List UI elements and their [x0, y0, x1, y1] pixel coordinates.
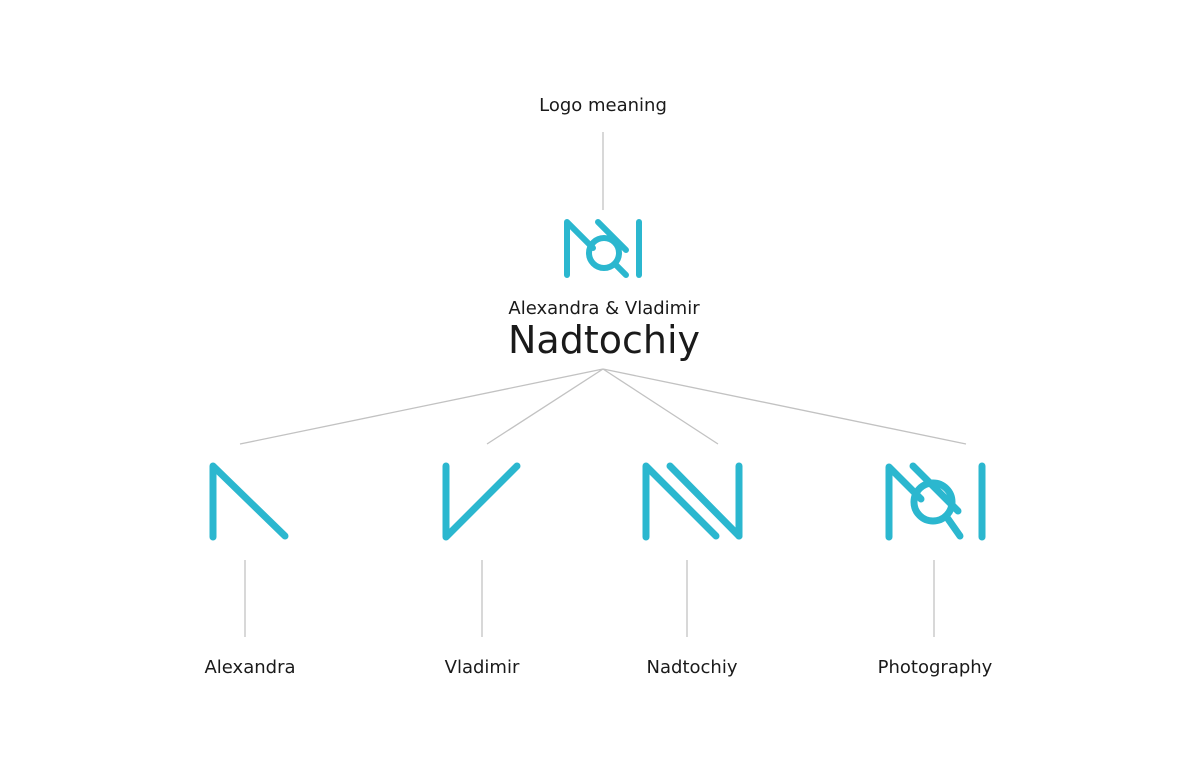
- nadtochiy-logo-icon: [885, 462, 986, 541]
- diagram-title: Logo meaning: [539, 95, 667, 116]
- brand-subtitle: Alexandra & Vladimir: [508, 298, 700, 319]
- connector-brand-leaf-n: [602, 368, 719, 445]
- connector-brand-leaf-a: [239, 368, 604, 445]
- leaf-label-nadtochiy: Nadtochiy: [646, 657, 738, 678]
- leaf-label-vladimir: Vladimir: [444, 657, 520, 678]
- letter-n-mark-icon: [642, 462, 743, 541]
- letter-a-mark-icon: [209, 462, 289, 541]
- main-logo-icon: [564, 219, 642, 278]
- leaf-label-alexandra: Alexandra: [204, 657, 296, 678]
- letter-v-mark-icon: [442, 462, 521, 541]
- leaf-label-photography: Photography: [877, 657, 993, 678]
- connector-brand-leaf-p: [602, 368, 967, 445]
- connector-brand-leaf-v: [486, 368, 604, 445]
- brand-name: Nadtochiy: [507, 318, 701, 362]
